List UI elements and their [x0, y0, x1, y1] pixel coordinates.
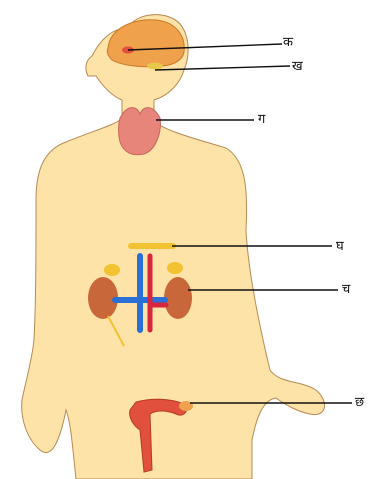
pituitary-gland [147, 63, 163, 70]
label-ka: क [283, 36, 293, 50]
label-cha: च [342, 283, 350, 297]
adrenal-gland-right [167, 262, 183, 274]
pancreas [128, 243, 176, 249]
label-chha: छ [355, 396, 364, 410]
adrenal-gland-left [104, 264, 120, 276]
brain-shape [107, 20, 184, 67]
label-ga: ग [258, 113, 265, 127]
label-kha: ख [292, 60, 303, 74]
label-gha: घ [336, 240, 344, 254]
kidney-right [164, 277, 192, 319]
